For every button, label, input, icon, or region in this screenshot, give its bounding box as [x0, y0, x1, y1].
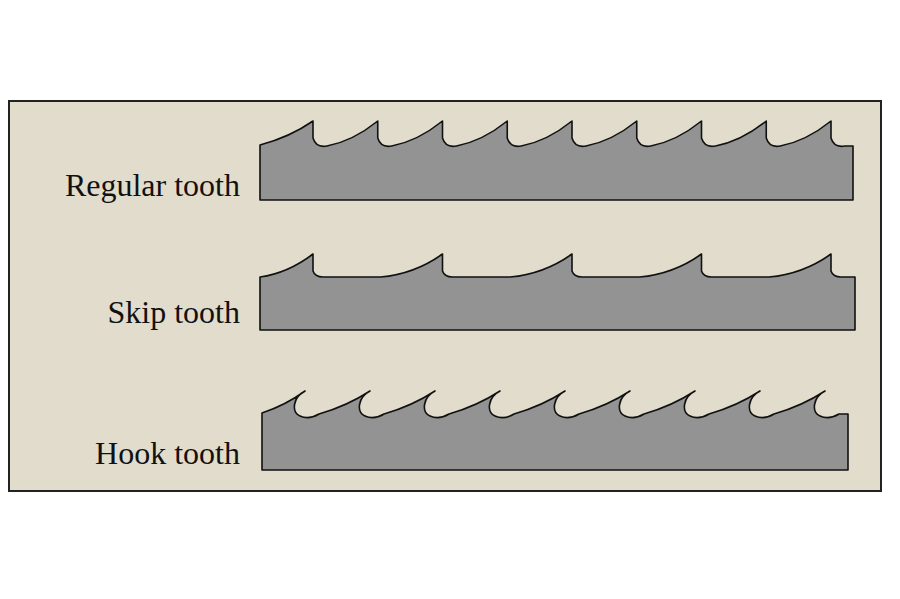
skip-tooth-blade: [260, 254, 855, 330]
tooth-type-label: Hook tooth: [95, 434, 240, 472]
tooth-type-label: Skip tooth: [108, 293, 240, 331]
hook-tooth-blade: [262, 391, 848, 470]
regular-tooth-blade: [260, 121, 853, 200]
tooth-type-label: Regular tooth: [65, 166, 240, 204]
